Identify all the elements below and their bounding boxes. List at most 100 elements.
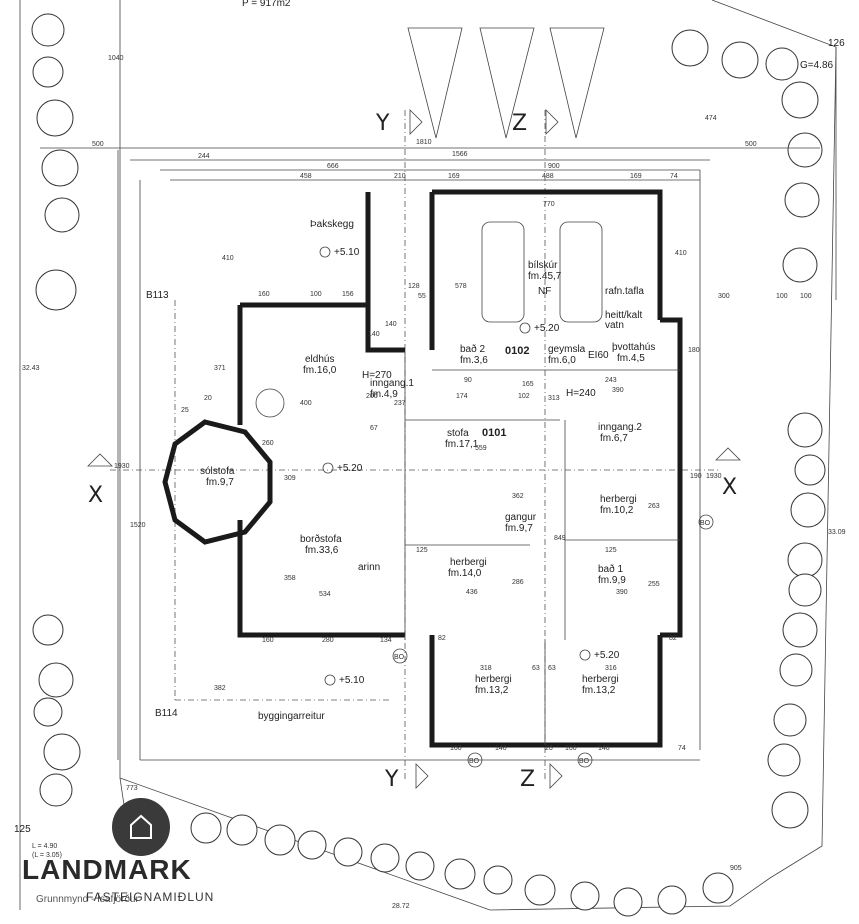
section-y-bottom: Y — [384, 767, 399, 792]
room-stofa-name: stofa — [447, 428, 469, 439]
svg-text:82: 82 — [669, 635, 677, 642]
room-herbergi-br-area: fm.13,2 — [582, 685, 616, 696]
svg-text:500: 500 — [745, 141, 757, 148]
section-markers: Y Z Y Z X X — [87, 109, 741, 792]
room-inngangur1-name: inngang.1 — [370, 378, 414, 389]
section-lines — [110, 110, 720, 780]
room-herbergi-center-area: fm.14,0 — [448, 568, 482, 579]
room-bad1-area: fm.9,9 — [598, 575, 626, 586]
svg-text:316: 316 — [605, 665, 617, 672]
svg-text:55: 55 — [418, 293, 426, 300]
svg-text:160: 160 — [258, 291, 270, 298]
svg-text:25: 25 — [181, 407, 189, 414]
svg-text:1810: 1810 — [416, 139, 432, 146]
svg-text:1040: 1040 — [108, 55, 124, 62]
brand-name: LANDMARK — [22, 854, 192, 885]
svg-text:358: 358 — [284, 575, 296, 582]
svg-text:313: 313 — [548, 395, 560, 402]
g486-label: G=4.86 — [800, 60, 834, 71]
room-bad2-area: fm.3,6 — [460, 355, 488, 366]
unit-id-0102: 0102 — [505, 345, 529, 357]
svg-text:140: 140 — [495, 745, 507, 752]
svg-text:1930: 1930 — [114, 463, 130, 470]
svg-text:26: 26 — [545, 745, 553, 752]
svg-text:128: 128 — [408, 283, 420, 290]
svg-text:436: 436 — [466, 589, 478, 596]
level-markers: +5.10 +5.20 +5.20 +5.20 +5.10 — [319, 246, 620, 686]
house-icon — [112, 798, 170, 856]
svg-text:102: 102 — [518, 393, 530, 400]
level-4: +5.20 — [594, 650, 620, 661]
brand-subtitle: FASTEIGNAMIÐLUN — [86, 890, 215, 904]
svg-text:169: 169 — [448, 173, 460, 180]
section-y-top: Y — [375, 111, 390, 136]
svg-text:280: 280 — [322, 637, 334, 644]
dimension-numbers: 500 1566 500 244 666 900 458 210 169 488… — [22, 55, 846, 910]
svg-text:362: 362 — [512, 493, 524, 500]
svg-text:100: 100 — [310, 291, 322, 298]
room-herbergi-br-name: herbergi — [582, 674, 619, 685]
svg-text:900: 900 — [548, 163, 560, 170]
svg-text:180: 180 — [688, 347, 700, 354]
svg-text:74: 74 — [670, 173, 678, 180]
room-herbergi-bl-area: fm.13,2 — [475, 685, 509, 696]
svg-text:BO: BO — [700, 520, 711, 527]
ei60-label: EI60 — [588, 350, 609, 361]
section-x-right: X — [722, 475, 737, 500]
svg-text:140: 140 — [385, 321, 397, 328]
svg-text:BO: BO — [394, 654, 405, 661]
svg-text:263: 263 — [648, 503, 660, 510]
dining-table — [255, 388, 285, 418]
walls — [237, 189, 683, 748]
svg-text:286: 286 — [512, 579, 524, 586]
svg-text:BO: BO — [579, 758, 590, 765]
svg-text:488: 488 — [542, 173, 554, 180]
l490-label: L = 4.90 — [32, 843, 57, 850]
svg-text:156: 156 — [342, 291, 354, 298]
svg-text:206: 206 — [366, 393, 378, 400]
level-1: +5.10 — [334, 247, 360, 258]
dimension-lines — [40, 147, 820, 761]
svg-text:100: 100 — [800, 293, 812, 300]
room-bad2-name: bað 2 — [460, 343, 485, 355]
section-z-top: Z — [512, 111, 527, 136]
cars — [481, 221, 603, 323]
svg-text:260: 260 — [262, 440, 274, 447]
svg-text:390: 390 — [616, 589, 628, 596]
site-boundary — [19, 0, 837, 911]
section-z-bottom: Z — [520, 767, 535, 792]
svg-text:100: 100 — [776, 293, 788, 300]
room-thvottahus-area: fm.4,5 — [617, 353, 645, 364]
byggingarreitur-label: byggingarreitur — [258, 711, 325, 722]
room-gangur-name: gangur — [505, 512, 537, 523]
svg-text:125: 125 — [416, 547, 428, 554]
plot-area-label: P = 917m2 — [242, 0, 291, 9]
svg-text:210: 210 — [394, 173, 406, 180]
svg-text:1520: 1520 — [130, 522, 146, 529]
heitt-label: heitt/kalt — [605, 310, 642, 321]
svg-text:165: 165 — [522, 381, 534, 388]
room-geymsla-name: geymsla — [548, 344, 586, 355]
svg-text:169: 169 — [630, 173, 642, 180]
svg-text:474: 474 — [705, 115, 717, 122]
svg-text:63: 63 — [532, 665, 540, 672]
svg-text:237: 237 — [394, 400, 406, 407]
svg-text:905: 905 — [730, 865, 742, 872]
svg-text:140: 140 — [368, 331, 380, 338]
svg-text:134: 134 — [380, 637, 392, 644]
svg-text:666: 666 — [327, 163, 339, 170]
room-solstofa-name: sólstofa — [200, 466, 235, 477]
landmark-logo: LANDMARK Grunnmynd - Ísafjörður FASTEIGN… — [22, 798, 222, 910]
brand-footnote: Grunnmynd - Ísafjörður — [36, 894, 139, 905]
svg-text:28.72: 28.72 — [392, 903, 410, 910]
svg-text:1566: 1566 — [452, 151, 468, 158]
svg-text:410: 410 — [675, 250, 687, 257]
room-labels: bílskúr fm.45,7 bað 2 fm.3,6 geymsla fm.… — [200, 260, 655, 696]
svg-text:82: 82 — [438, 635, 446, 642]
svg-text:534: 534 — [319, 591, 331, 598]
svg-text:458: 458 — [300, 173, 312, 180]
nf-label: NF — [538, 286, 551, 297]
room-inngangur1-area: fm.4,9 — [370, 389, 398, 400]
room-inngangur2-name: inngang.2 — [598, 422, 642, 433]
parking-markers — [407, 27, 605, 139]
